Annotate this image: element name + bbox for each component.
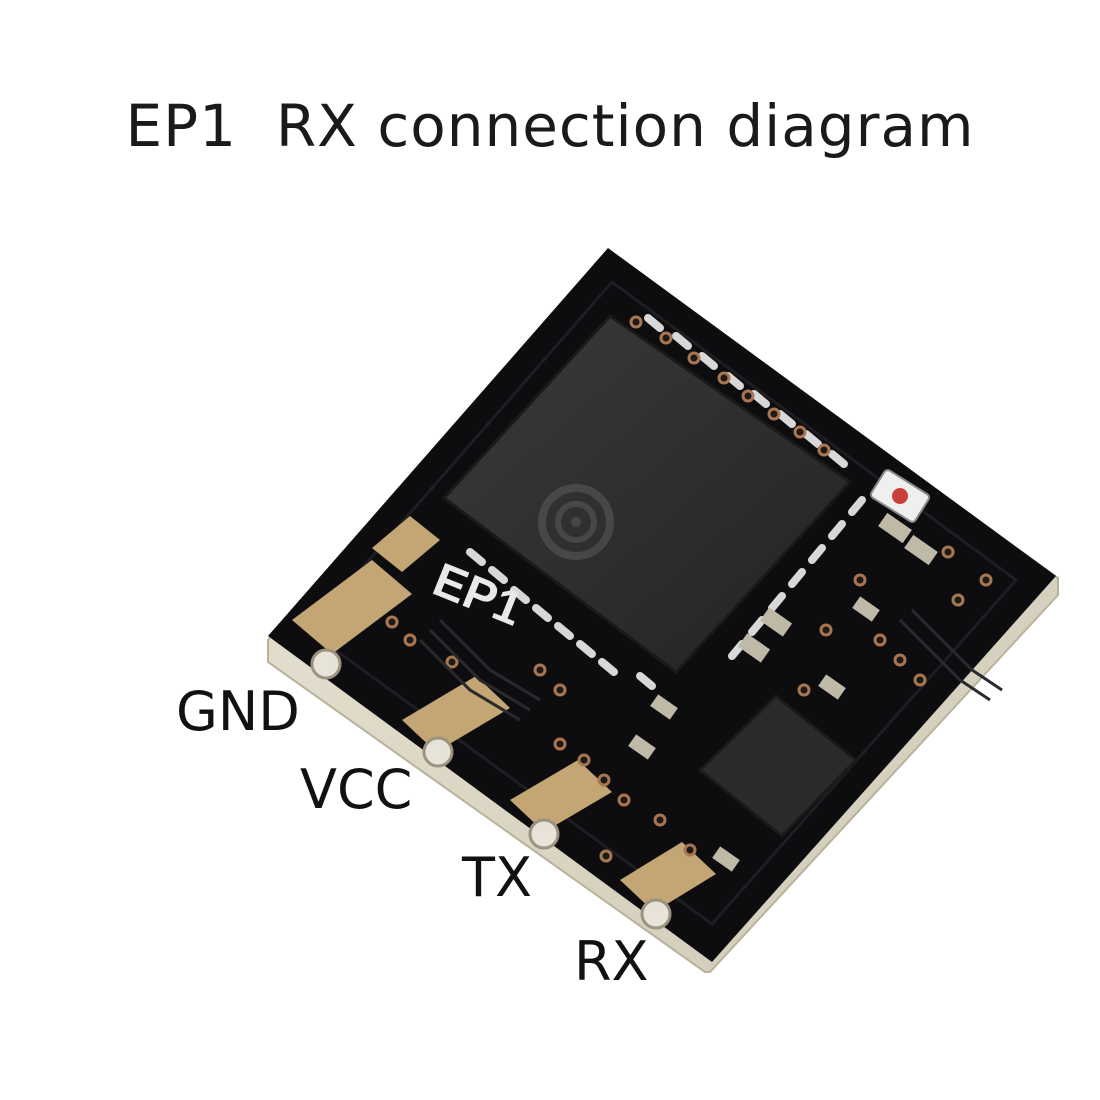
diagram-title: EP1 RX connection diagram (125, 92, 975, 160)
via (310, 648, 342, 680)
rf-chip (697, 694, 859, 839)
via-holes (385, 315, 993, 863)
pad-square (372, 516, 440, 572)
pin-label-rx: RX (574, 930, 649, 993)
pin-label-gnd: GND (176, 680, 300, 743)
pad-tx (510, 760, 612, 832)
chip-logo (538, 484, 614, 560)
pin-label-tx: TX (462, 846, 532, 909)
pad-vcc (402, 676, 510, 752)
via (422, 736, 454, 768)
pin-label-vcc: VCC (300, 758, 413, 821)
pcb-traces (418, 608, 1003, 722)
led-dot (892, 488, 908, 504)
board-outline (305, 279, 1019, 927)
pad-gnd (292, 560, 412, 654)
chip-pins (466, 314, 866, 690)
pad-rx (620, 842, 716, 912)
via (528, 818, 560, 850)
pad-row (292, 516, 716, 930)
via (640, 898, 672, 930)
mcu-chip (441, 314, 853, 675)
passive-components (628, 512, 938, 872)
